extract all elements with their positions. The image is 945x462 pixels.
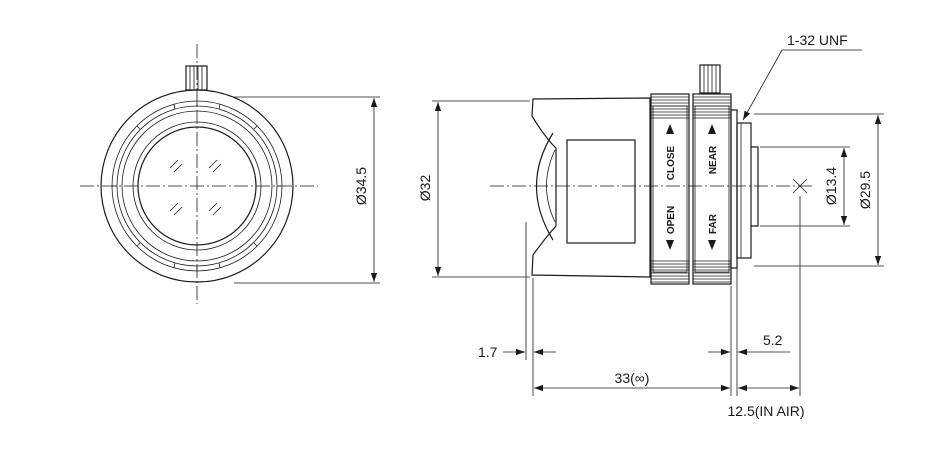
front-ring-4 <box>121 110 273 262</box>
iris-knurl-top <box>651 96 689 119</box>
mount-diameter-label: Ø29.5 <box>857 171 873 209</box>
barrel-window <box>566 139 636 244</box>
side-focus-screw <box>699 64 721 94</box>
mount-thread <box>736 122 752 259</box>
thread-leader-diagonal <box>742 49 783 121</box>
iris-knurl-bottom <box>651 260 689 283</box>
focus-far-label: FAR <box>708 213 719 234</box>
inner-diameter-label: Ø13.4 <box>823 167 839 205</box>
front-barrel <box>531 97 651 278</box>
front-ring-notches <box>112 101 282 271</box>
front-focus-screw <box>185 65 208 91</box>
front-ring-5 <box>132 121 262 251</box>
near-arrow-icon <box>708 124 716 134</box>
body-diameter-label: Ø32 <box>417 175 433 202</box>
length-label: 33(∞) <box>615 370 650 386</box>
mount-depth-label: 5.2 <box>763 332 783 348</box>
back-focus-label: 12.5(IN AIR) <box>727 403 804 419</box>
front-glass <box>137 126 257 246</box>
iris-open-label: OPEN <box>666 206 677 234</box>
iris-close-label: CLOSE <box>666 145 677 180</box>
outer-diameter-label: Ø34.5 <box>353 167 369 205</box>
iris-ring: CLOSE OPEN <box>650 93 690 285</box>
thread-spec-label: 1-32 UNF <box>787 32 848 48</box>
focus-knurl-top <box>693 96 731 119</box>
close-arrow-icon <box>666 124 674 134</box>
front-glass-hatch <box>169 159 222 216</box>
rear-step <box>730 109 738 269</box>
flange-offset-label: 1.7 <box>478 344 498 360</box>
front-element-inner <box>546 149 556 223</box>
focus-ring: NEAR FAR <box>692 93 732 285</box>
side-view: CLOSE OPEN NEAR FAR <box>417 32 884 419</box>
front-view: Ø34.5 <box>80 44 380 304</box>
front-element-curve <box>536 132 554 241</box>
focus-knurl-bottom <box>693 260 731 283</box>
open-arrow-icon <box>666 240 674 250</box>
far-arrow-icon <box>708 240 716 250</box>
rear-tube <box>751 146 759 227</box>
focal-point-marker <box>792 178 808 194</box>
focus-near-label: NEAR <box>708 145 719 174</box>
